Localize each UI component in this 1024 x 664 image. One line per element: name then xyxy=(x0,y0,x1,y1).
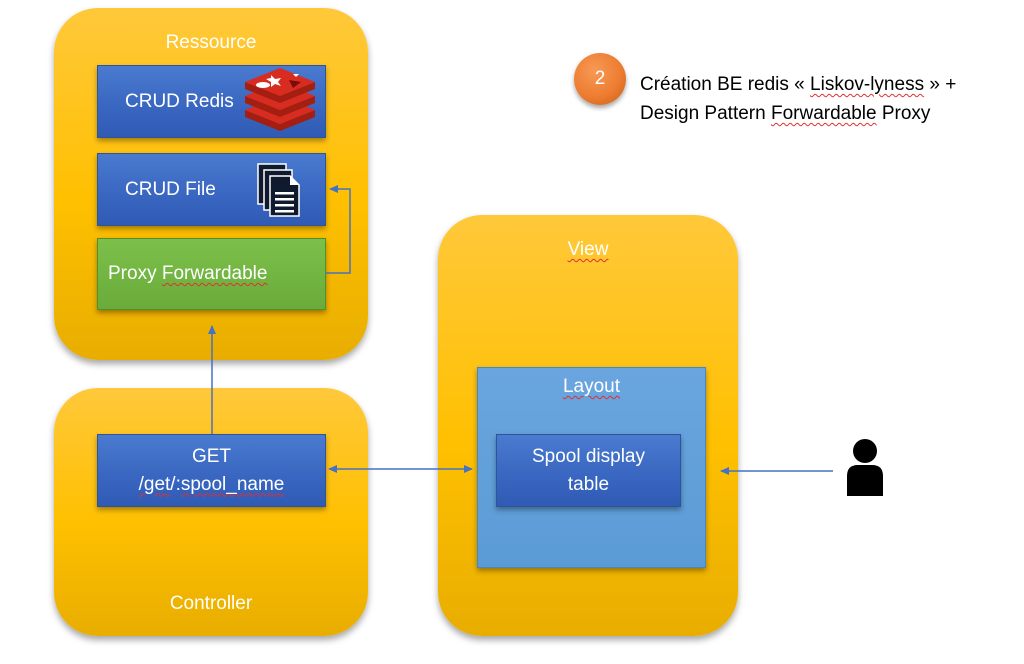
step-number-badge: 2 xyxy=(574,53,626,105)
spool-display-label-line1: Spool display xyxy=(531,445,646,467)
crud-redis-label: CRUD Redis xyxy=(125,90,234,112)
redis-logo-icon xyxy=(245,68,315,131)
spool-display-label-line2: table xyxy=(567,473,610,495)
documents-icon xyxy=(257,163,300,217)
view-panel-title: View xyxy=(567,239,609,260)
controller-panel-title: Controller xyxy=(169,593,253,614)
get-endpoint-box: GET /get/:spool_name xyxy=(97,434,326,507)
step-number-label: 2 xyxy=(594,68,606,89)
proxy-forwardable-box: Proxy Forwardable xyxy=(97,238,326,310)
crud-file-label: CRUD File xyxy=(125,178,216,200)
get-route-label: /get/:spool_name xyxy=(138,473,285,495)
user-person-icon xyxy=(847,439,883,496)
layout-label: Layout xyxy=(562,376,621,397)
get-method-label: GET xyxy=(191,445,232,467)
spool-display-table-box: Spool display table xyxy=(496,434,681,507)
controller-panel: Controller xyxy=(54,388,368,636)
annotation-line-1: Création BE redis « Liskov-lyness » + xyxy=(640,74,957,95)
annotation-text: Création BE redis « Liskov-lyness » + De… xyxy=(640,70,1020,128)
proxy-forwardable-label: Proxy Forwardable xyxy=(108,263,268,284)
resource-panel-title: Ressource xyxy=(165,32,257,53)
annotation-line-2: Design Pattern Forwardable Proxy xyxy=(640,103,931,124)
